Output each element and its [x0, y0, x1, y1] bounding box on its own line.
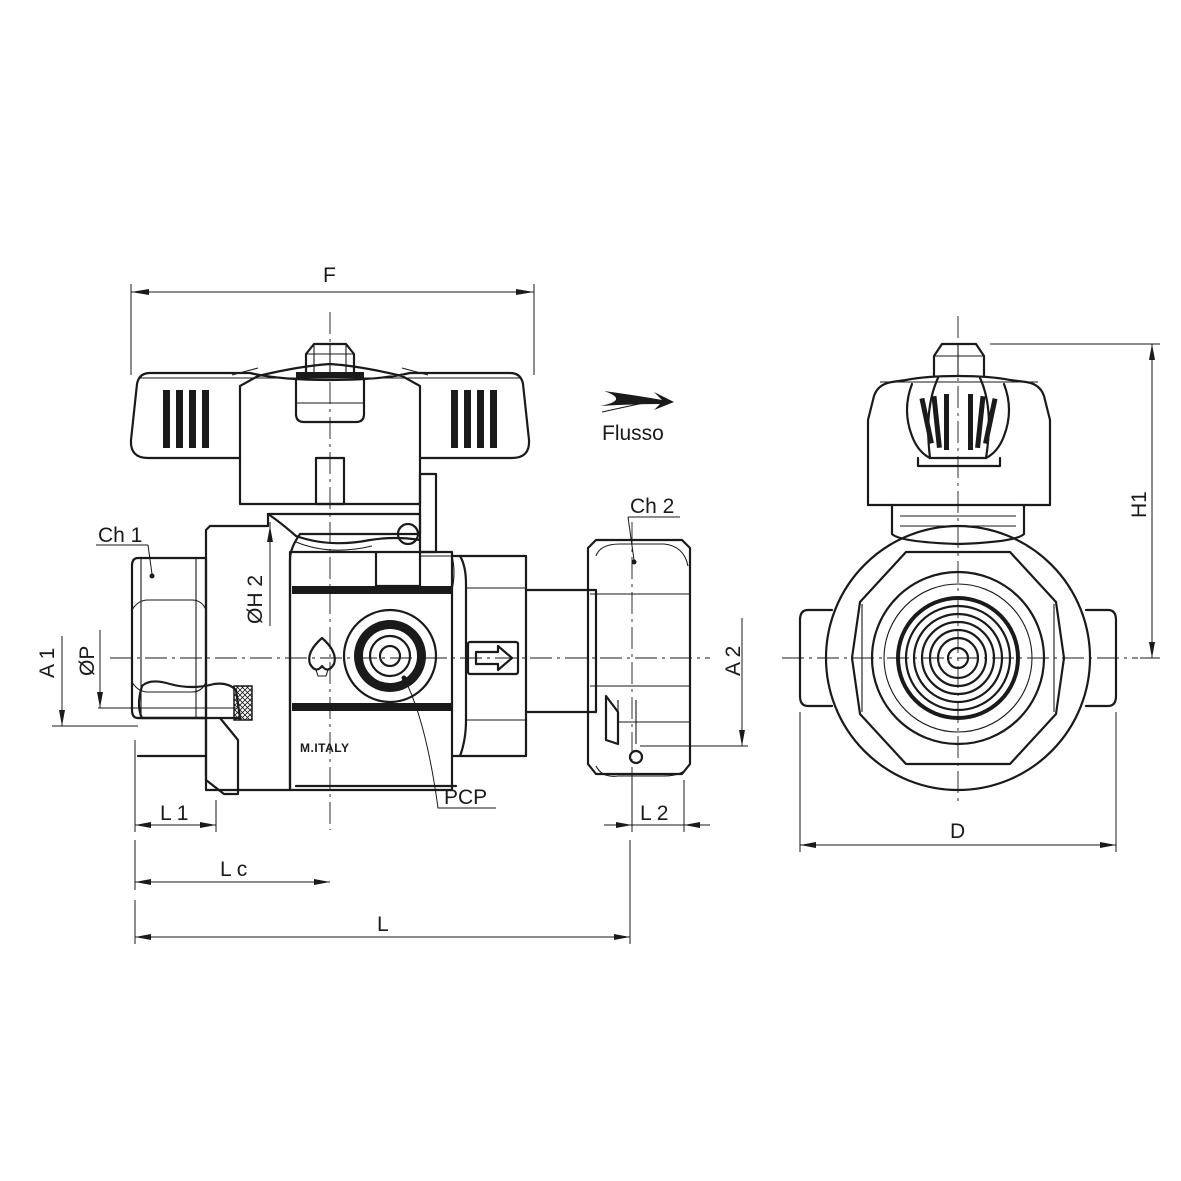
pcp-leader [403, 677, 496, 809]
flow-label: Flusso [602, 422, 664, 445]
dim-l2 [604, 772, 710, 832]
dim-a1-label: A 1 [36, 648, 59, 678]
drop-icon [308, 636, 336, 677]
dim-a2-label: A 2 [722, 646, 745, 676]
dim-h1 [990, 343, 1160, 659]
dim-a2 [640, 618, 748, 747]
dim-l-label: L [377, 913, 389, 936]
dim-l2-label: L 2 [640, 802, 668, 825]
dim-p-label: ØP [76, 646, 99, 676]
end-view: H1 D [782, 316, 1160, 852]
dim-lc [134, 840, 330, 890]
pcp-test-port [342, 522, 438, 704]
dim-p [97, 630, 236, 709]
dim-f [130, 284, 535, 375]
dim-h2-label: ØH 2 [244, 575, 267, 624]
dim-lc-label: L c [220, 858, 247, 881]
valve-body: M.ITALY [130, 512, 692, 796]
ch2-label: Ch 2 [630, 495, 674, 518]
dim-d [799, 712, 1117, 852]
dim-a1 [52, 636, 138, 727]
dim-l1 [134, 740, 217, 832]
dim-f-label: F [323, 264, 336, 287]
handle-grip-left [163, 390, 209, 448]
marking-text: M.ITALY [300, 741, 350, 755]
ch1-label: Ch 1 [98, 524, 142, 547]
dim-l1-label: L 1 [160, 802, 188, 825]
dim-l [134, 840, 631, 944]
flow-arrow-icon [600, 391, 674, 413]
dim-d-label: D [950, 820, 965, 843]
handle-grip-right [451, 390, 497, 448]
pcp-label: PCP [444, 786, 487, 809]
centerlines [110, 312, 710, 830]
side-view: M.ITALY [36, 264, 748, 944]
dim-h1-label: H1 [1128, 491, 1151, 518]
